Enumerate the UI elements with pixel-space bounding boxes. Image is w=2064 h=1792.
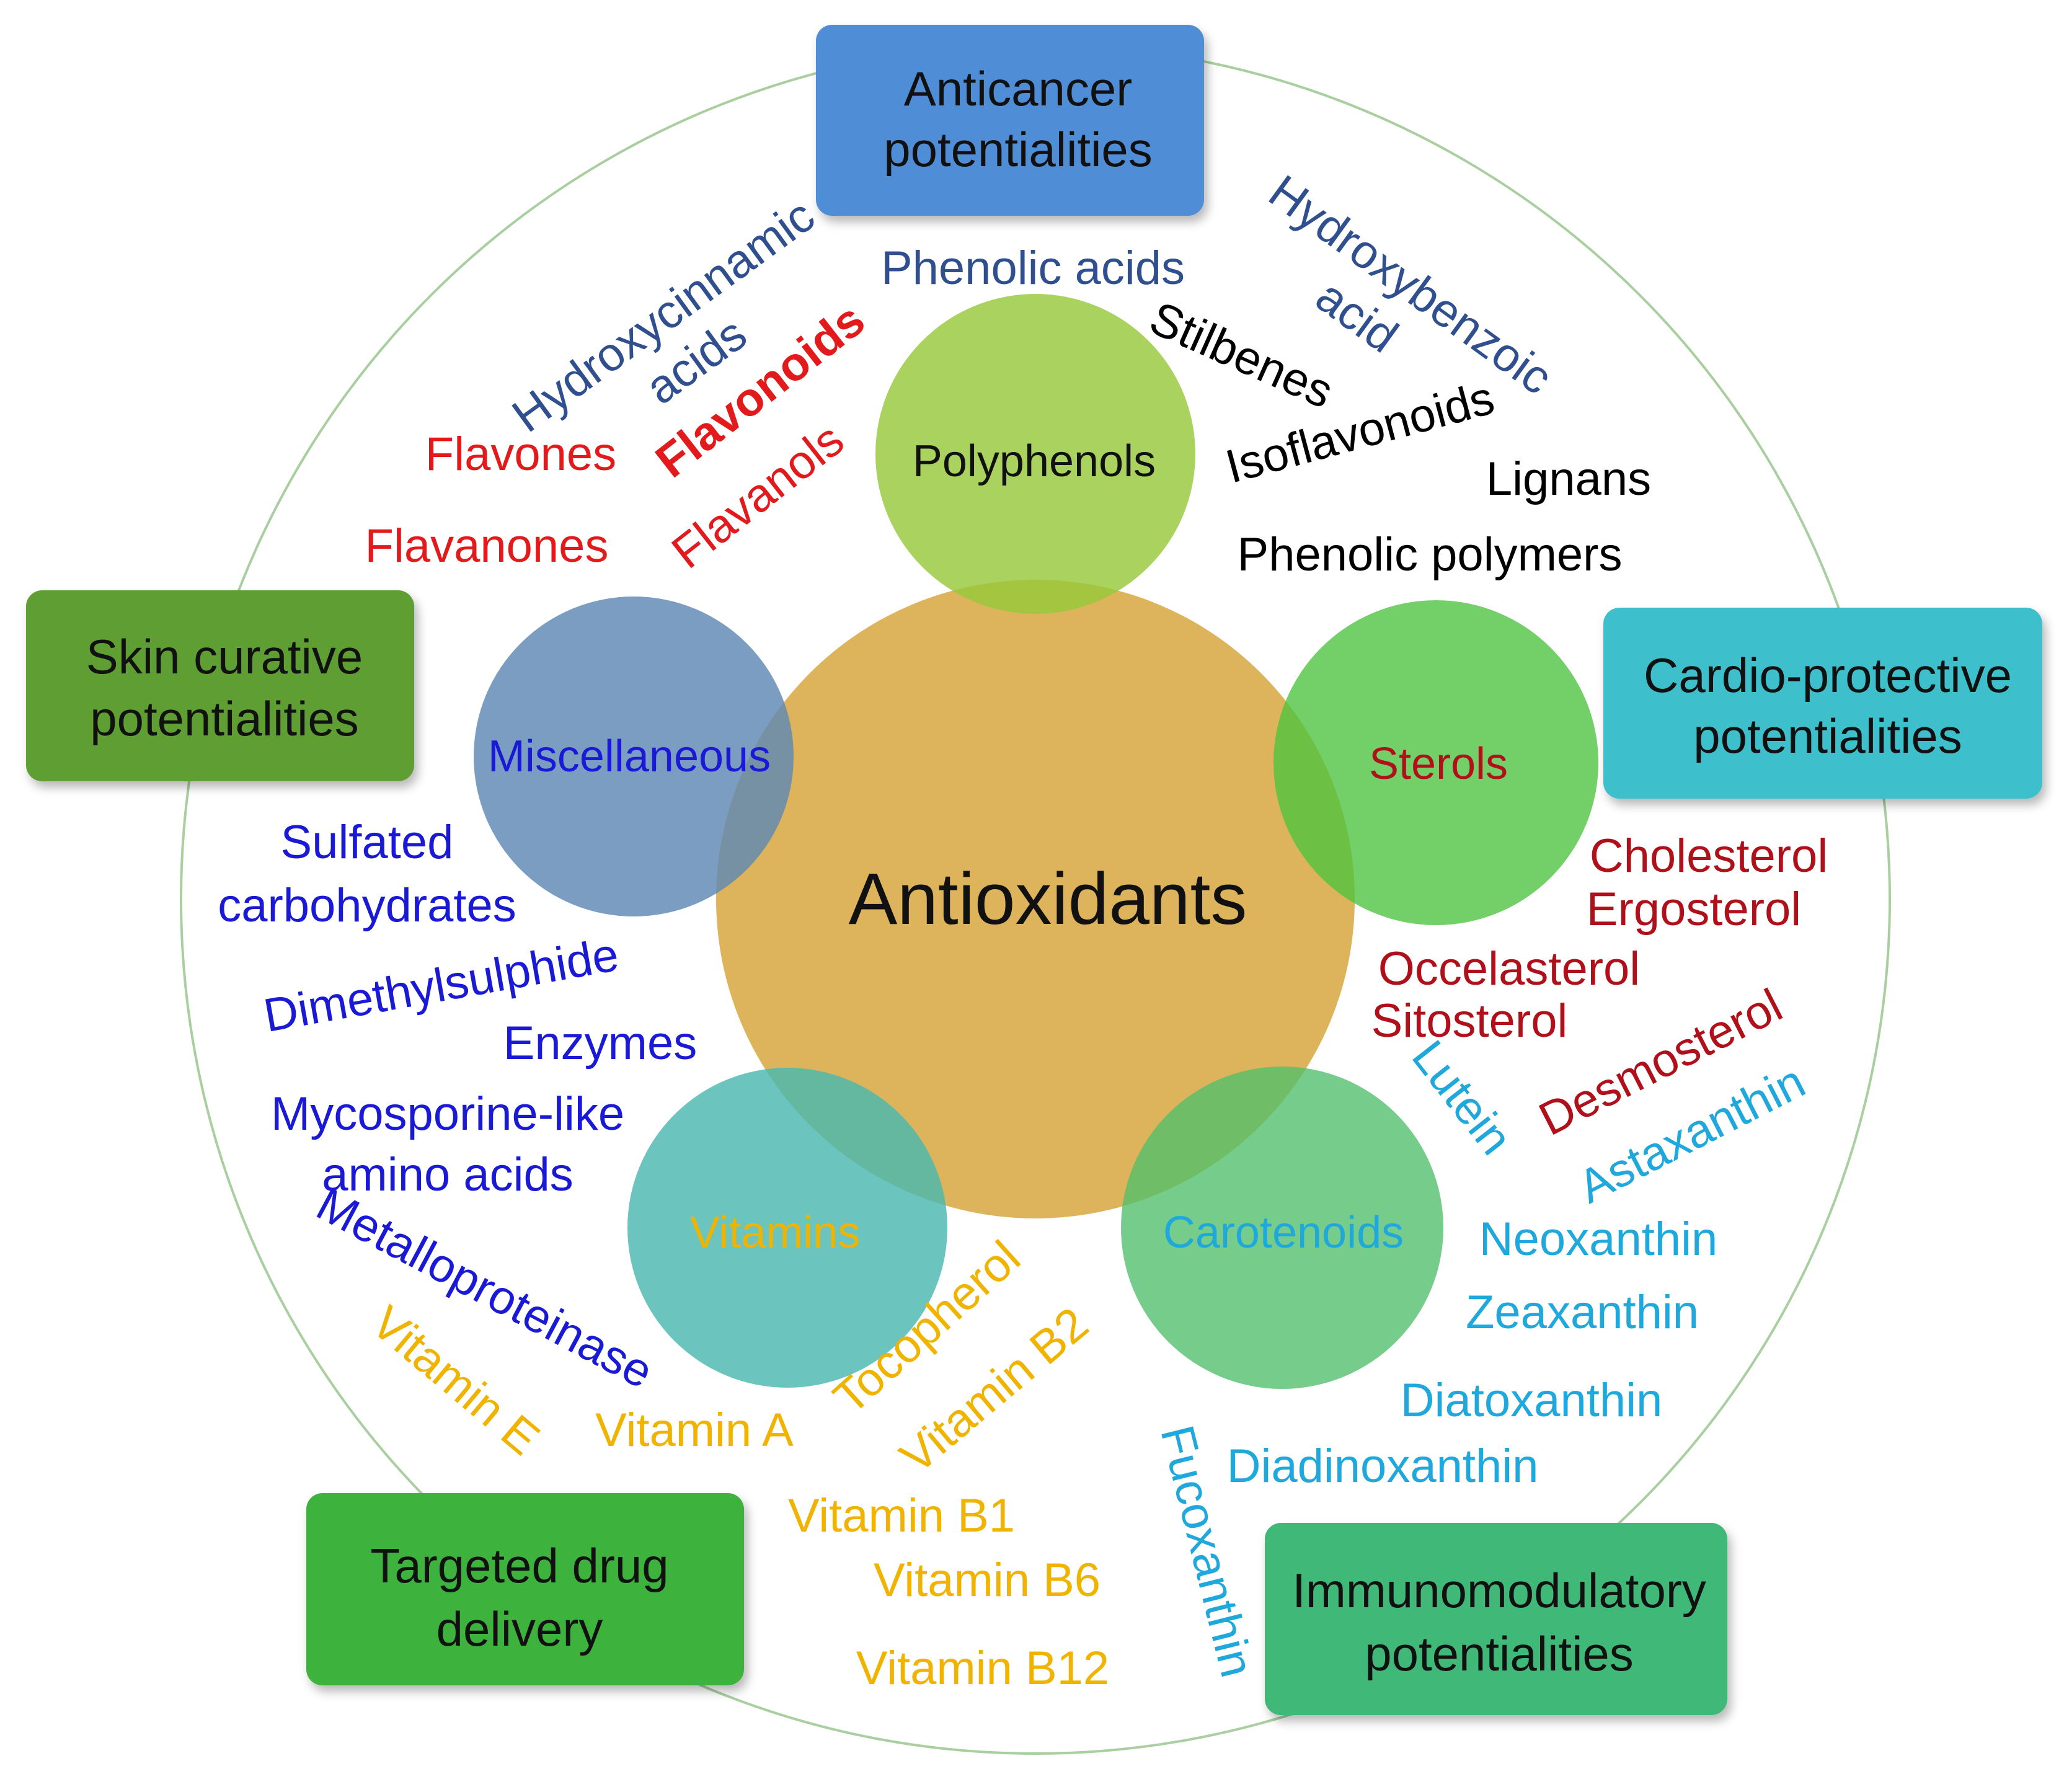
vitamins-circle [627, 1068, 947, 1388]
label-cholesterol: Cholesterol [1590, 830, 1828, 882]
miscellaneous-label: Miscellaneous [488, 732, 771, 781]
center-circle [716, 580, 1355, 1218]
box-skin-line2: potentialities [90, 691, 359, 746]
box-skin: Skin curative potentialities [26, 590, 414, 781]
label-occelasterol: Occelasterol [1378, 943, 1640, 995]
label-sulfated-line2: carbohydrates [218, 879, 516, 932]
label-vitamin-a: Vitamin A [595, 1404, 794, 1457]
label-vitamin-b12: Vitamin B12 [856, 1642, 1109, 1695]
label-diadinoxanthin: Diadinoxanthin [1227, 1440, 1539, 1493]
box-anticancer-line2: potentialities [884, 122, 1153, 177]
box-anticancer: Anticancer potentialities [816, 25, 1204, 216]
label-metalloproteinase: Metalloproteinase [308, 1178, 662, 1399]
center-label: Antioxidants [849, 858, 1247, 940]
label-diatoxanthin: Diatoxanthin [1401, 1374, 1663, 1427]
label-sulfated-line1: Sulfated [281, 816, 454, 869]
box-immuno-line1: Immunomodulatory [1292, 1563, 1706, 1618]
sterols-circle [1273, 600, 1598, 925]
box-cardio-line1: Cardio-protective [1644, 648, 2012, 703]
label-enzymes: Enzymes [503, 1017, 698, 1070]
label-vitamin-b1: Vitamin B1 [788, 1489, 1015, 1542]
box-targeted-line2: delivery [436, 1602, 603, 1656]
vitamins-label: Vitamins [690, 1208, 861, 1258]
label-sitosterol: Sitosterol [1371, 995, 1568, 1047]
label-vitamin-b6: Vitamin B6 [874, 1554, 1101, 1607]
label-lignans: Lignans [1486, 453, 1651, 505]
label-flavanones: Flavanones [365, 520, 609, 572]
label-neoxanthin: Neoxanthin [1479, 1213, 1718, 1266]
label-phenolic-polymers: Phenolic polymers [1238, 528, 1623, 581]
box-immuno: Immunomodulatory potentialities [1265, 1523, 1727, 1715]
box-targeted: Targeted drug delivery [306, 1493, 744, 1685]
label-phenolic-acids: Phenolic acids [881, 242, 1185, 295]
label-ergosterol: Ergosterol [1587, 883, 1801, 936]
box-immuno-line2: potentialities [1365, 1626, 1634, 1681]
label-flavones: Flavones [425, 428, 616, 481]
carotenoids-circle [1121, 1067, 1443, 1389]
label-mycosporine-line2: amino acids [322, 1148, 574, 1201]
polyphenols-circle [875, 294, 1195, 614]
box-cardio-line2: potentialities [1693, 709, 1962, 763]
polyphenols-label: Polyphenols [913, 437, 1156, 486]
box-targeted-line1: Targeted drug [370, 1538, 668, 1593]
box-anticancer-line1: Anticancer [904, 61, 1133, 116]
label-mycosporine-line1: Mycosporine-like [271, 1088, 624, 1140]
box-skin-line1: Skin curative [86, 629, 363, 684]
carotenoids-label: Carotenoids [1163, 1208, 1404, 1258]
miscellaneous-circle [474, 597, 794, 916]
label-zeaxanthin: Zeaxanthin [1466, 1286, 1699, 1339]
sterols-label: Sterols [1369, 739, 1508, 789]
box-cardio: Cardio-protective potentialities [1603, 608, 2042, 799]
